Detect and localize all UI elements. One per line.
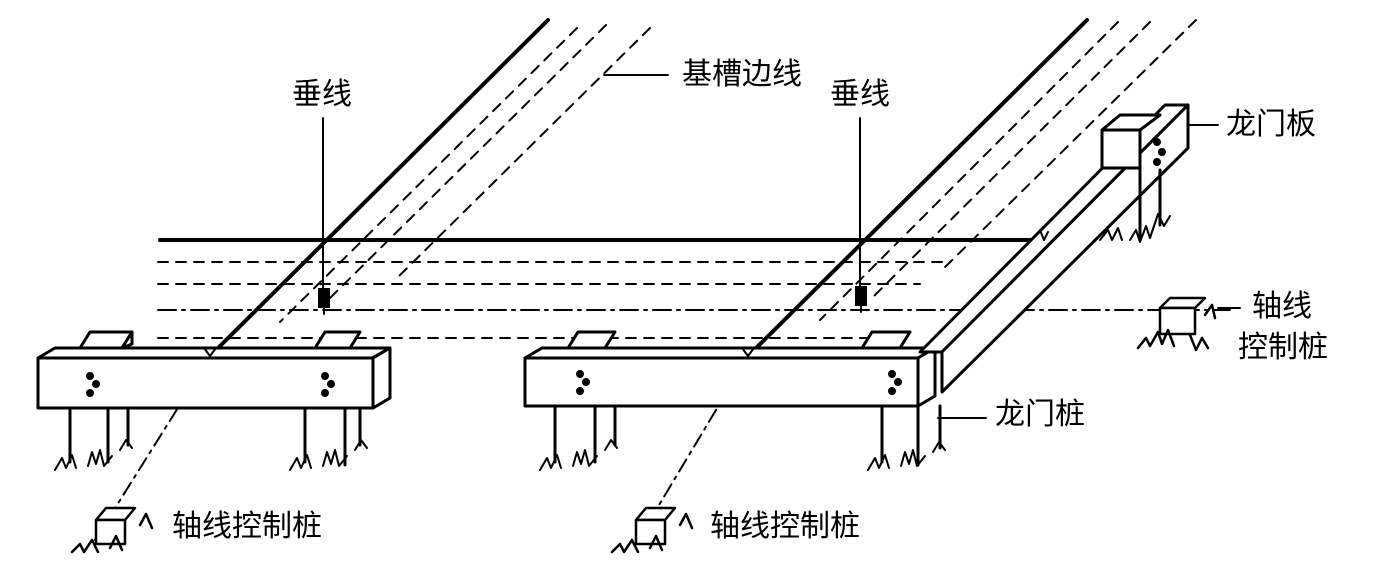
label-plumb-line-right: 垂线 (830, 77, 890, 112)
axis-control-pile-bottom-mid (610, 506, 694, 554)
plumb-line-left (318, 117, 330, 315)
batter-board-right-front (523, 330, 946, 471)
axis-control-pile-bottom-left (70, 506, 154, 554)
batter-board-diagonal (918, 103, 1190, 394)
label-plumb-line-left: 垂线 (292, 77, 352, 112)
label-axis-pile-right-line1: 轴线 (1252, 289, 1312, 324)
label-axis-pile-right-line2: 控制桩 (1238, 330, 1328, 365)
label-axis-pile-bottom-mid: 轴线控制桩 (710, 509, 860, 544)
label-batter-board: 龙门板 (1226, 107, 1316, 142)
batter-board-left (36, 330, 392, 471)
trench-lines-left (94, 18, 651, 541)
horizontal-axis-lines (157, 238, 1231, 339)
label-trench-edge-line: 基槽边线 (682, 57, 802, 92)
label-axis-pile-bottom-left: 轴线控制桩 (172, 509, 322, 544)
label-batter-pile: 龙门桩 (995, 397, 1085, 432)
plumb-line-right (855, 117, 867, 313)
axis-control-pile-right (1136, 296, 1217, 352)
trench-lines-right (634, 18, 1197, 546)
